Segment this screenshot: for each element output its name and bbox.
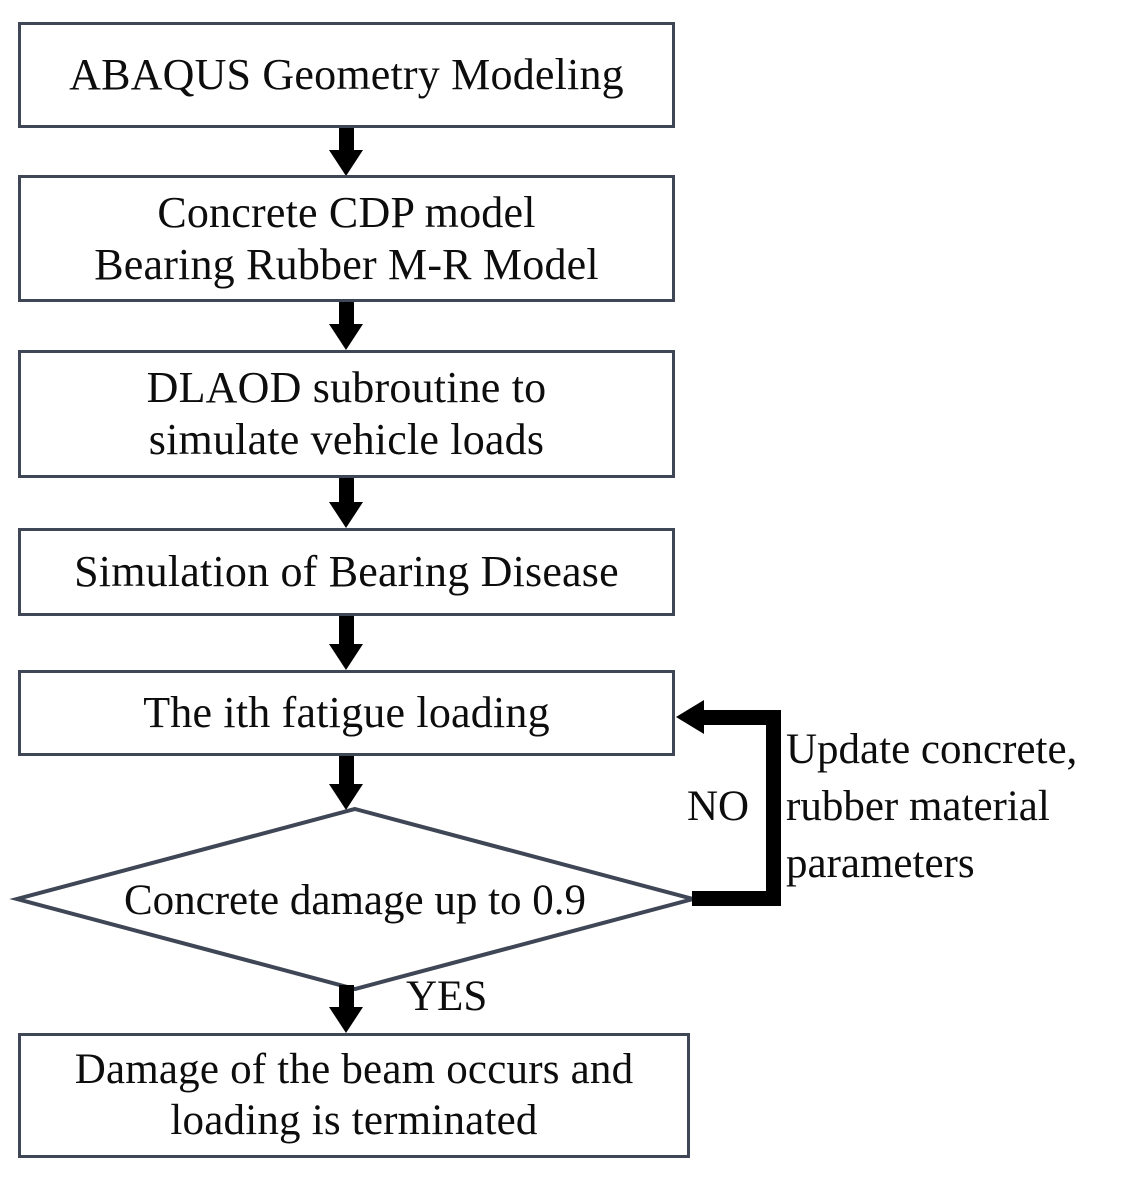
node-geometry-modeling-label: ABAQUS Geometry Modeling xyxy=(69,50,624,100)
node-damage-check[interactable]: Concrete damage up to 0.9 xyxy=(9,806,701,992)
loop-right-segment xyxy=(766,710,781,906)
connector-5-arrowhead xyxy=(329,784,363,810)
diamond-shape xyxy=(9,806,701,992)
connector-4-line xyxy=(339,616,354,650)
node-fatigue-loading-label: The ith fatigue loading xyxy=(143,688,550,738)
loop-top-segment xyxy=(703,710,781,725)
node-beam-damage[interactable]: Damage of the beam occurs and loading is… xyxy=(18,1033,690,1158)
node-dlaod-subroutine-label: DLAOD subroutine to simulate vehicle loa… xyxy=(146,363,547,464)
node-material-models-label: Concrete CDP model Bearing Rubber M-R Mo… xyxy=(94,187,599,289)
connector-3-arrowhead xyxy=(329,502,363,528)
node-beam-damage-label: Damage of the beam occurs and loading is… xyxy=(74,1045,634,1144)
connector-3-line xyxy=(339,478,354,508)
edge-label-no: NO xyxy=(687,783,750,830)
connector-6-line xyxy=(339,985,354,1011)
connector-4-arrowhead xyxy=(329,644,363,670)
node-bearing-disease[interactable]: Simulation of Bearing Disease xyxy=(18,528,675,616)
node-fatigue-loading[interactable]: The ith fatigue loading xyxy=(18,670,675,756)
connector-1-line xyxy=(339,128,354,156)
node-bearing-disease-label: Simulation of Bearing Disease xyxy=(74,547,619,597)
edge-label-yes: YES xyxy=(406,973,488,1020)
connector-2-line xyxy=(339,302,354,330)
annotation-update-parameters: Update concrete, rubber material paramet… xyxy=(786,726,1078,887)
node-dlaod-subroutine[interactable]: DLAOD subroutine to simulate vehicle loa… xyxy=(18,350,675,478)
node-geometry-modeling[interactable]: ABAQUS Geometry Modeling xyxy=(18,22,675,128)
loop-arrowhead xyxy=(676,700,704,734)
connector-1-arrowhead xyxy=(329,150,363,176)
connector-2-arrowhead xyxy=(329,324,363,350)
connector-6-arrowhead xyxy=(329,1007,363,1033)
loop-bottom-segment xyxy=(692,891,781,906)
node-damage-check-label: Concrete damage up to 0.9 xyxy=(123,877,587,924)
connector-5-line xyxy=(339,756,354,790)
node-material-models[interactable]: Concrete CDP model Bearing Rubber M-R Mo… xyxy=(18,175,675,302)
